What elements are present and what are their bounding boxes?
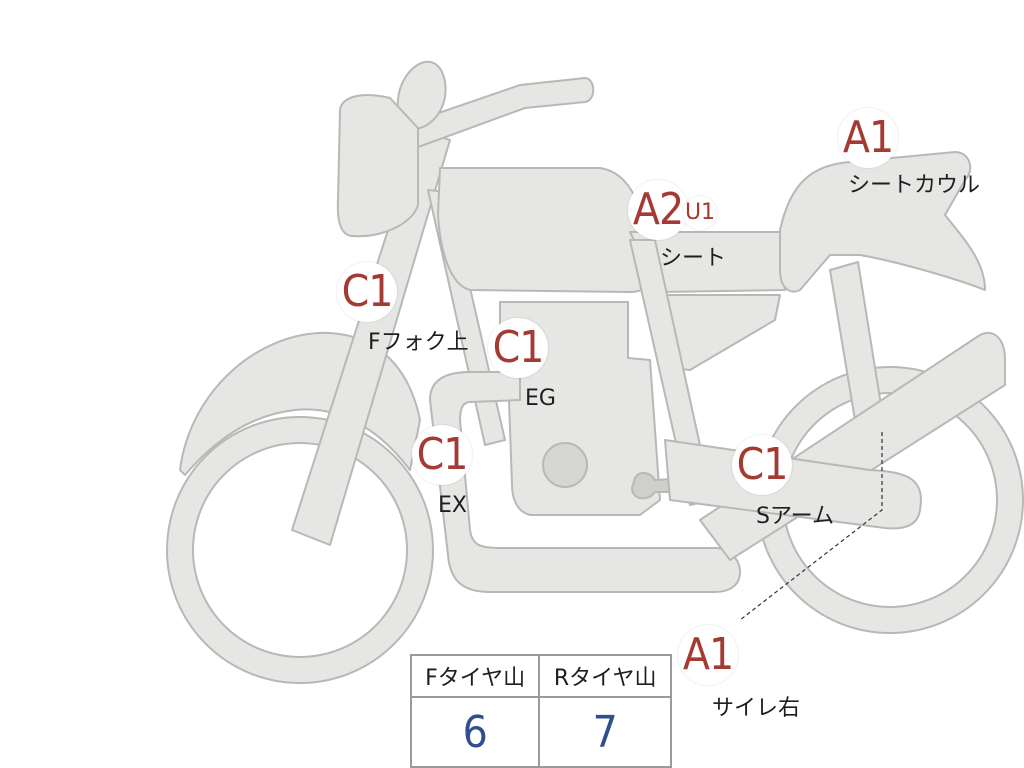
leader-line-muffler [739,432,883,621]
badge-code: C1 [492,322,545,373]
label-swing-arm: Sアーム [756,504,834,529]
fuel-tank [437,167,652,293]
label-exhaust: EX [438,493,467,518]
label-seat: シート [660,246,727,271]
swing-arm [664,439,922,530]
front-wheel [166,416,434,684]
seat-cowl [779,151,986,293]
label-muffler-right: サイレ右 [712,696,801,721]
front-tire-value: 6 [409,696,541,768]
exhaust-pipe [429,371,741,593]
handlebar [394,77,595,151]
badge-code: C1 [416,429,469,480]
headlight [336,94,419,238]
badge-code: A2 [632,184,684,235]
rear-tire-header: Rタイヤ山 [538,654,672,698]
engine-cover [542,442,588,488]
badge-seat: A2 [628,180,688,240]
badge-swing-arm: C1 [732,435,792,495]
tire-tread-table: Fタイヤ山 Rタイヤ山 6 7 [409,654,672,768]
label-front-fork-upper: Fフォク上 [368,330,469,355]
sub-badge-code: U1 [684,200,716,225]
front-tire-header: Fタイヤ山 [409,654,541,698]
badge-seat-cowl: A1 [838,108,898,168]
badge-code: A1 [842,112,894,163]
badge-code: C1 [736,439,789,490]
badge-muffler-right: A1 [678,625,738,685]
badge-code: C1 [341,266,394,317]
badge-code: A1 [682,629,734,680]
sub-badge-seat: U1 [683,196,717,230]
label-engine: EG [525,386,556,411]
badge-exhaust: C1 [412,425,472,485]
badge-engine: C1 [488,318,548,378]
badge-front-fork-upper: C1 [337,262,397,322]
rear-tire-value: 7 [538,696,672,768]
label-seat-cowl: シートカウル [848,173,981,198]
